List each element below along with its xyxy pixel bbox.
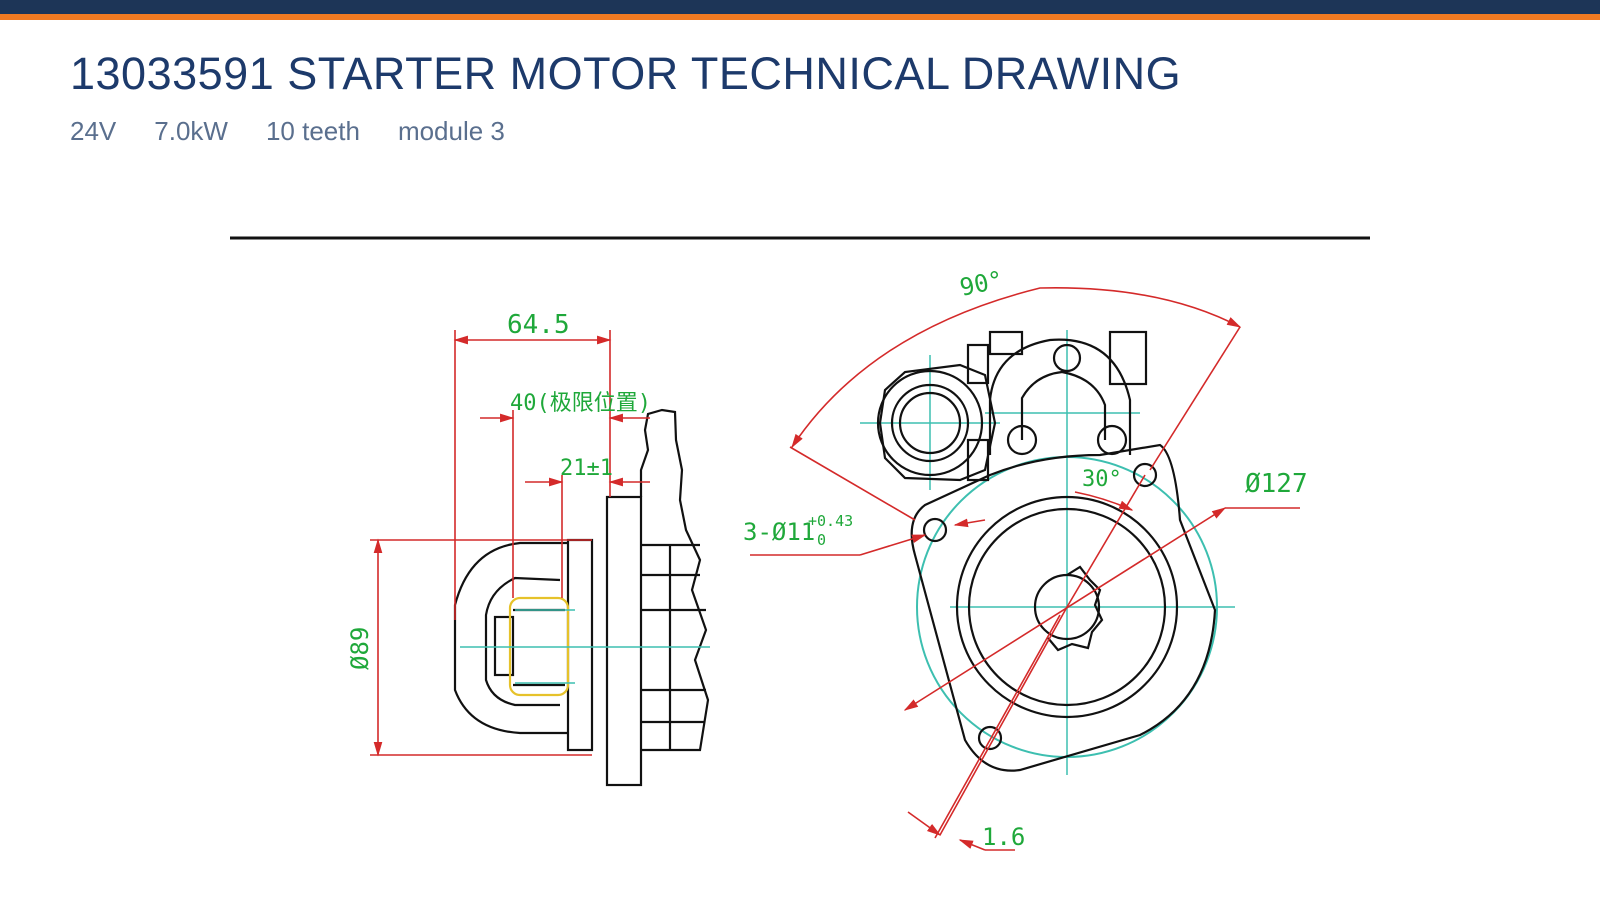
angle-bolt: 30° xyxy=(1082,467,1122,492)
side-view xyxy=(453,408,710,787)
tol-upper: +0.43 xyxy=(808,512,853,530)
header-accent-bar xyxy=(0,14,1600,20)
front-dimension-lines xyxy=(750,287,1300,851)
side-dimension-lines xyxy=(370,330,650,757)
angle-flange: 90° xyxy=(957,265,1005,301)
dim-holes: 3-Ø11 xyxy=(743,518,815,546)
spec-module: module 3 xyxy=(397,116,505,146)
dim-length: 64.5 xyxy=(507,310,570,340)
side-center-lines xyxy=(460,609,710,684)
dim-diameter: Ø89 xyxy=(346,627,374,670)
dim-limit: 40(极限位置) xyxy=(510,391,651,416)
header-bar xyxy=(0,0,1600,14)
spec-list: 24V 7.0kW 10 teeth module 3 xyxy=(70,116,505,147)
spec-voltage: 24V xyxy=(70,116,117,146)
spec-teeth: 10 teeth xyxy=(265,116,360,146)
dim-pitch: 1.6 xyxy=(982,823,1025,851)
dim-gap: 21±1 xyxy=(560,456,613,481)
tol-lower: 0 xyxy=(817,531,826,549)
dim-bolt-circle: Ø127 xyxy=(1245,469,1308,499)
spec-power: 7.0kW xyxy=(154,116,228,146)
page-title: 13033591 STARTER MOTOR TECHNICAL DRAWING xyxy=(70,48,1182,99)
